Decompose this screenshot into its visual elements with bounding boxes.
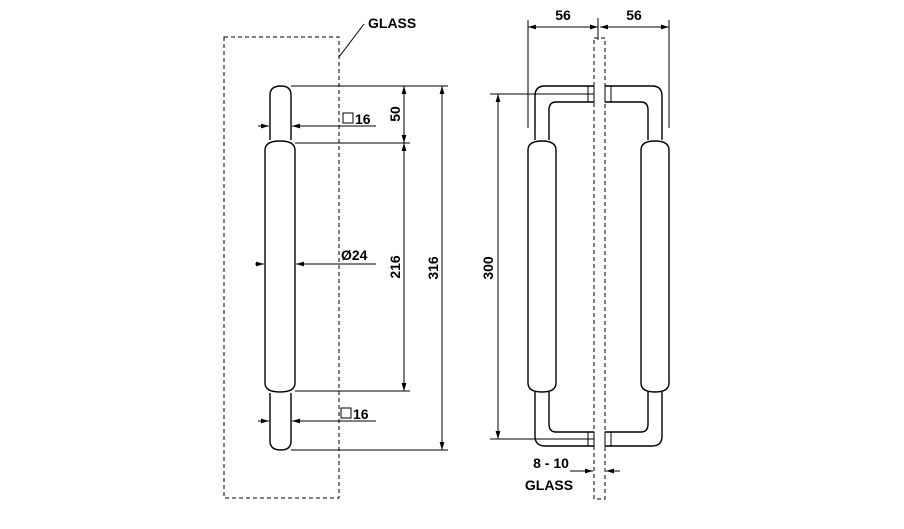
dim-300-label: 300 xyxy=(480,256,496,280)
dim-56-left-label: 56 xyxy=(555,7,571,23)
left-handle-frame xyxy=(534,85,594,447)
top-standoff xyxy=(269,85,292,140)
glass-panel-outline xyxy=(223,36,340,499)
glass-leader-line xyxy=(338,23,365,58)
diameter-label: Ø24 xyxy=(341,247,368,263)
dim-56-right-label: 56 xyxy=(626,7,642,23)
dim-316-label: 316 xyxy=(425,256,441,280)
dim-216-label: 216 xyxy=(387,255,403,279)
square-symbol-top xyxy=(342,112,354,124)
glass-label-front: GLASS xyxy=(525,477,573,493)
glass-panel-edge xyxy=(593,37,606,500)
dim-50-label: 50 xyxy=(387,106,403,122)
right-handle-tube xyxy=(640,140,670,393)
grip-tube xyxy=(264,140,296,393)
side-view: GLASS 16 Ø24 16 50 xyxy=(223,15,448,499)
square-size-top: 16 xyxy=(355,111,371,127)
right-connector-bottom xyxy=(604,431,612,447)
right-handle-frame xyxy=(605,85,663,447)
glass-thickness-label: 8 - 10 xyxy=(533,455,569,471)
square-symbol-bottom xyxy=(340,407,352,419)
front-view: 56 56 300 8 - 10 GLASS xyxy=(480,7,670,500)
glass-label: GLASS xyxy=(368,15,416,31)
right-connector-top xyxy=(604,85,612,103)
bottom-standoff xyxy=(269,393,292,451)
square-size-bottom: 16 xyxy=(353,406,369,422)
left-handle-tube xyxy=(527,140,557,393)
